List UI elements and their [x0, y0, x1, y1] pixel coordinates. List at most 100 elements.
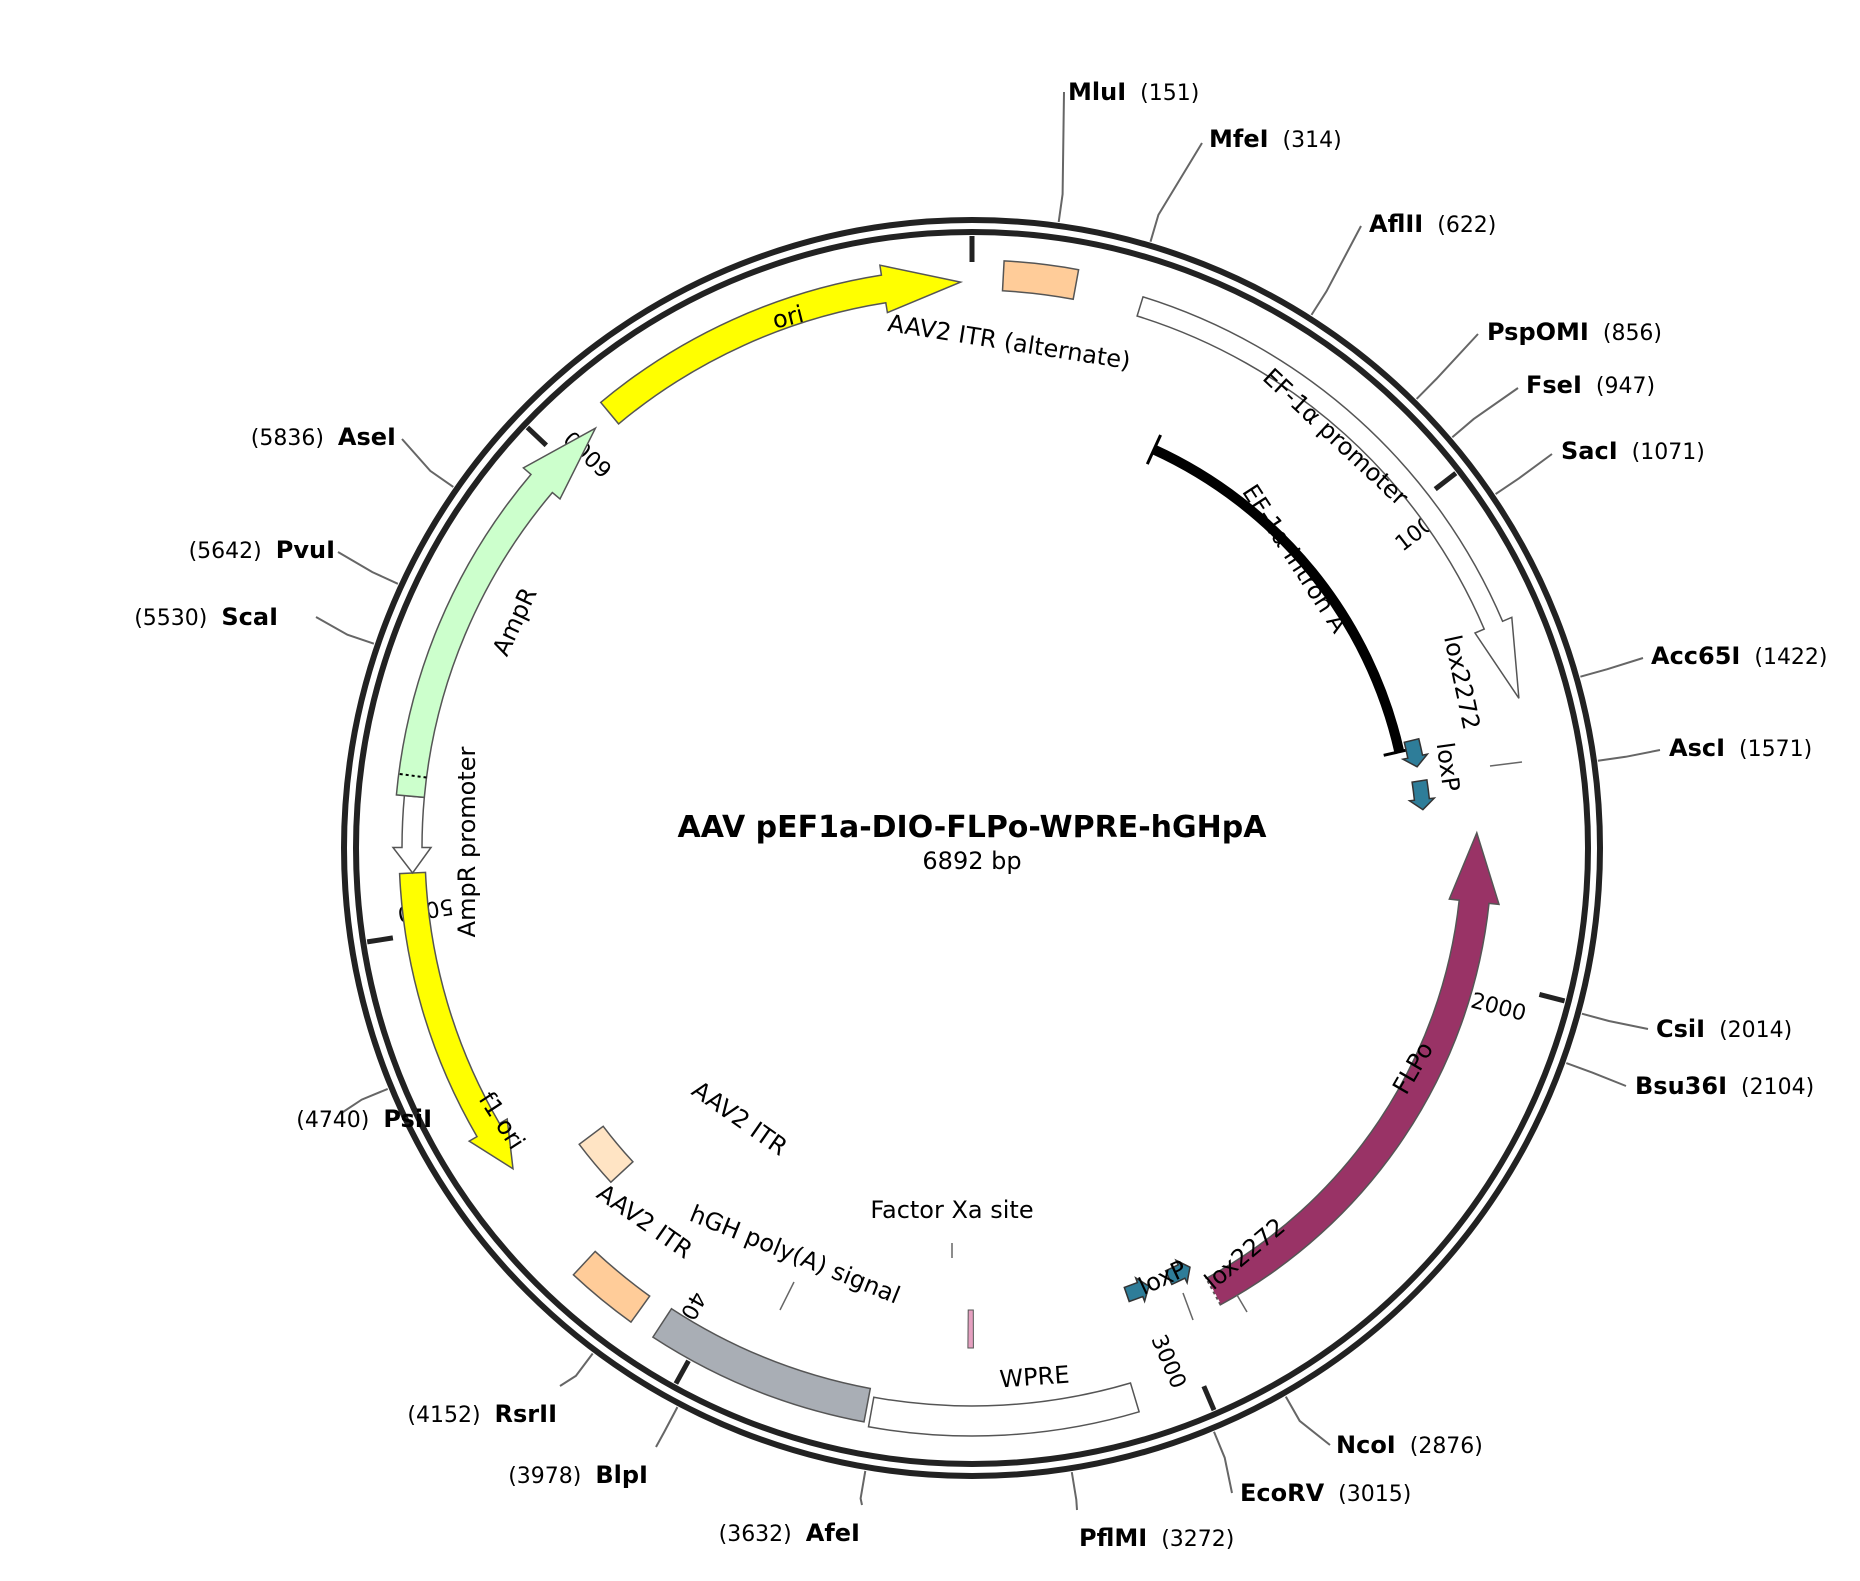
- site-aflii[interactable]: AflII (622): [1369, 210, 1496, 238]
- site-position: (5642): [189, 539, 262, 564]
- plasmid-size: 6892 bp: [922, 847, 1021, 875]
- ef1a-intron-a-arc[interactable]: [1151, 445, 1405, 753]
- leader-afei: [859, 1470, 867, 1506]
- site-position: (947): [1596, 374, 1655, 399]
- aav2-itr-lower-block[interactable]: [572, 1250, 651, 1324]
- site-position: (2876): [1410, 1434, 1483, 1459]
- site-saci[interactable]: SacI (1071): [1561, 437, 1705, 465]
- site-position: (856): [1603, 321, 1662, 346]
- loxp-bottom-arrow[interactable]: [1123, 1276, 1150, 1304]
- aav2-itr-alternate-block[interactable]: [1001, 260, 1080, 301]
- site-name: EcoRV: [1240, 1479, 1325, 1507]
- leader-pvui: [337, 551, 399, 585]
- site-name: MfeI: [1209, 125, 1269, 153]
- leader-rsrii: [559, 1352, 594, 1387]
- site-scai[interactable]: (5530)ScaI: [134, 603, 278, 631]
- site-position: (622): [1437, 213, 1496, 238]
- site-position: (3272): [1161, 1527, 1234, 1552]
- leader-psii: [339, 1087, 389, 1115]
- ampr-dotted-boundary: [398, 772, 427, 779]
- leader-bsu36i: [1565, 1062, 1627, 1087]
- site-name: RsrII: [495, 1400, 557, 1428]
- site-blpi[interactable]: (3978) BlpI: [508, 1461, 648, 1489]
- site-position: (5836): [251, 426, 324, 451]
- site-position: (3978): [508, 1464, 581, 1489]
- site-rsrii[interactable]: (4152) RsrII: [407, 1400, 557, 1428]
- ampr-promoter-arrow[interactable]: [391, 794, 433, 875]
- leader-fsei: [1451, 387, 1519, 439]
- site-name: MluI: [1068, 78, 1126, 106]
- site-name: AfeI: [806, 1519, 860, 1547]
- lox2272-top-arrow[interactable]: [1400, 737, 1430, 768]
- aav2-itr-inner-block[interactable]: [578, 1125, 634, 1184]
- tick-3000: [1201, 1385, 1217, 1412]
- site-name: AscI: [1669, 734, 1725, 762]
- leader-pspomi: [1415, 333, 1479, 400]
- site-acc65i[interactable]: Acc65I (1422): [1651, 642, 1828, 670]
- loxp-top-arrow[interactable]: [1407, 779, 1437, 811]
- lox2272-bottom-arrow[interactable]: [1164, 1258, 1191, 1286]
- site-position: (1422): [1754, 645, 1827, 670]
- label-ef1a-intron-a: EF-1α intron A: [1236, 479, 1353, 638]
- site-mfei[interactable]: MfeI(314): [1209, 125, 1342, 153]
- backbone-inner-ring: [353, 229, 1591, 1467]
- ef1a-promoter-arrow[interactable]: [1136, 295, 1520, 699]
- site-asei[interactable]: (5836)AseI: [251, 423, 396, 451]
- site-name: Acc65I: [1651, 642, 1740, 670]
- site-csii[interactable]: CsiI (2014): [1656, 1015, 1792, 1043]
- label-lox2272-top: lox2272: [1438, 633, 1485, 733]
- tick-label-2000: 2000: [1468, 989, 1528, 1027]
- site-name: Bsu36I: [1635, 1072, 1727, 1100]
- site-name: CsiI: [1656, 1015, 1705, 1043]
- tick-5000: [366, 935, 394, 945]
- site-name: SacI: [1561, 437, 1618, 465]
- wpre-block[interactable]: [867, 1382, 1141, 1437]
- label-factor-xa-site: Factor Xa site: [870, 1196, 1033, 1224]
- site-position: (2014): [1719, 1018, 1792, 1043]
- lox2272-bottom-leader: [1236, 1294, 1248, 1313]
- site-name: AflII: [1369, 210, 1423, 238]
- restriction-site-leaders: [315, 91, 1661, 1511]
- tick-1000: [1433, 471, 1458, 492]
- plasmid-title: AAV pEF1a-DIO-FLPo-WPRE-hGHpA: [678, 810, 1268, 845]
- site-position: (4152): [407, 1403, 480, 1428]
- site-pvui[interactable]: (5642)PvuI: [189, 536, 335, 564]
- site-position: (1571): [1739, 737, 1812, 762]
- site-mlui[interactable]: MluI(151): [1068, 78, 1199, 106]
- site-position: (1071): [1632, 440, 1705, 465]
- site-pflmi[interactable]: PflMI(3272): [1079, 1524, 1234, 1552]
- f1-ori-arrow[interactable]: [398, 871, 514, 1171]
- leader-mfei: [1149, 142, 1203, 242]
- leader-pflmi: [1070, 1471, 1078, 1511]
- label-aav2-itr-alternate: AAV2 ITR (alternate): [886, 309, 1133, 375]
- label-loxp-bottom: loxP: [1134, 1255, 1191, 1301]
- site-ecorv[interactable]: EcoRV(3015): [1240, 1479, 1411, 1507]
- leader-blpi: [655, 1406, 679, 1448]
- site-ncoi[interactable]: NcoI(2876): [1336, 1431, 1483, 1459]
- leader-asei: [401, 438, 454, 488]
- ori-arrow[interactable]: [599, 264, 964, 425]
- label-loxp-top: loxP: [1431, 741, 1466, 794]
- site-asci[interactable]: AscI (1571): [1669, 734, 1812, 762]
- restriction-site-labels: MluI(151) MfeI(314) AflII (622) PspOMI(856) F…: [134, 78, 1827, 1552]
- label-ampr: AmpR: [487, 583, 543, 660]
- feature-layer: [391, 260, 1523, 1437]
- site-position: (5530): [134, 606, 207, 631]
- ampr-arrow[interactable]: [395, 426, 598, 799]
- site-name: BlpI: [595, 1461, 648, 1489]
- site-psii[interactable]: (4740)PsiI: [296, 1105, 432, 1133]
- hgh-polya-block[interactable]: [651, 1307, 872, 1423]
- leader-aflii: [1310, 225, 1362, 316]
- tick-6000: [525, 425, 549, 448]
- site-name: PsiI: [383, 1105, 432, 1133]
- site-afei[interactable]: (3632)AfeI: [719, 1519, 860, 1547]
- factor-xa-site-mark[interactable]: [967, 1309, 974, 1349]
- site-bsu36i[interactable]: Bsu36I(2104): [1635, 1072, 1814, 1100]
- site-name: FseI: [1526, 371, 1582, 399]
- tick-label-3000: 3000: [1145, 1331, 1190, 1392]
- flpo-arrow[interactable]: [1204, 830, 1501, 1306]
- site-pspomi[interactable]: PspOMI(856): [1487, 318, 1662, 346]
- site-fsei[interactable]: FseI (947): [1526, 371, 1655, 399]
- label-ampr-promoter: AmpR promoter: [453, 747, 481, 938]
- label-ef1a-promoter: EF-1α promoter: [1257, 363, 1413, 512]
